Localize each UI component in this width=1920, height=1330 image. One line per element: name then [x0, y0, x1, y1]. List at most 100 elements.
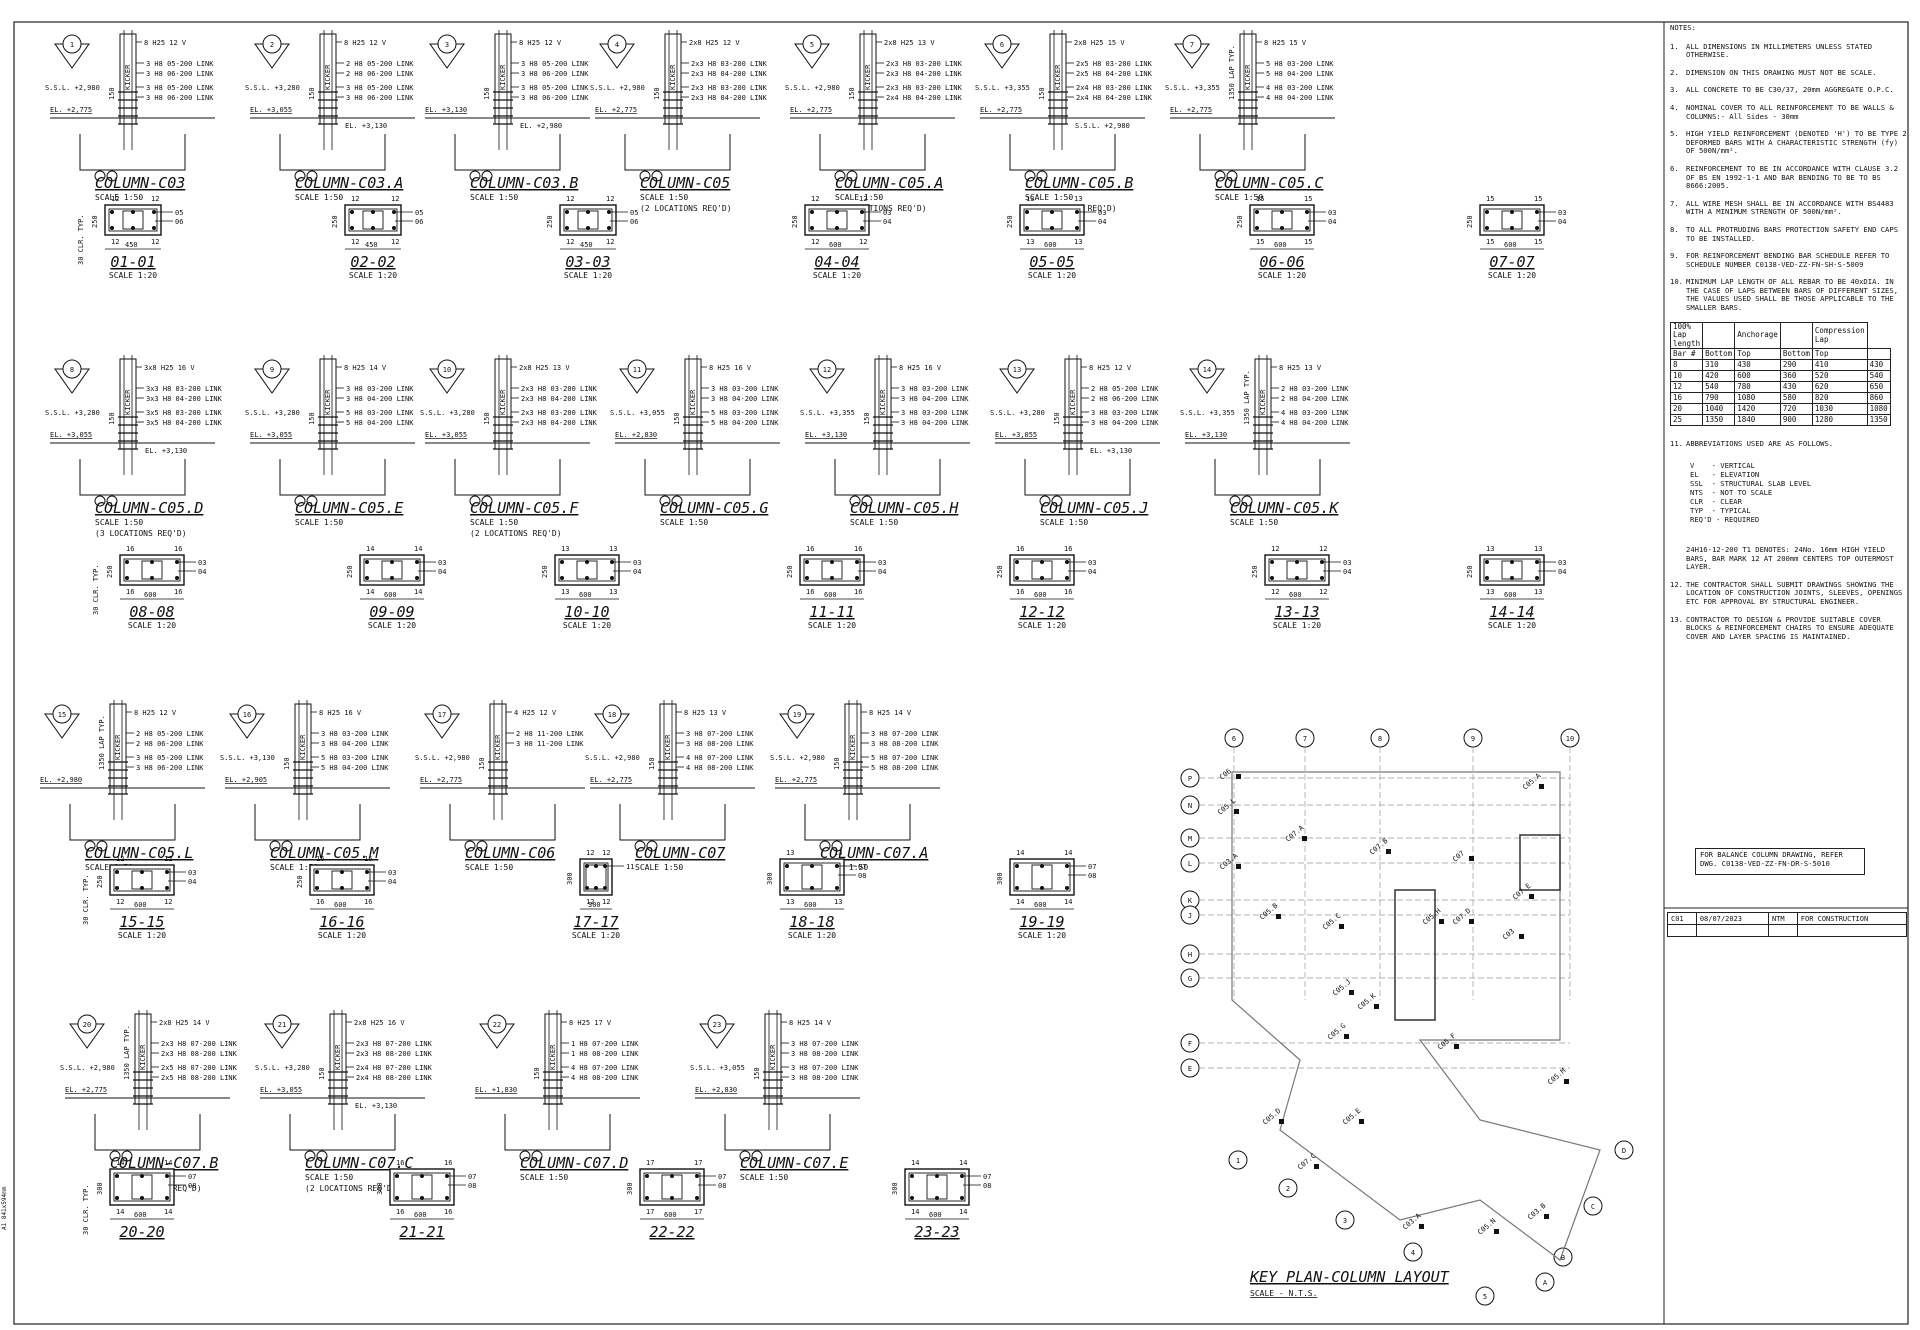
section-title: 09-09 — [369, 603, 414, 621]
empty-cell — [1796, 924, 1908, 937]
section-bottom-bar-left: 15 — [1256, 238, 1264, 246]
grid-label-bottom: 1 — [1236, 1157, 1240, 1165]
lap-table-cell: 790 — [1702, 392, 1736, 405]
pile-cap-marker — [739, 1150, 751, 1162]
pile-cap-marker — [831, 840, 843, 852]
section-top-bar-right: 13 — [834, 849, 842, 857]
section-scale: SCALE 1:20 — [109, 271, 157, 280]
section-width: 600 — [1274, 241, 1287, 249]
section-mark-label: 04 — [198, 568, 206, 576]
lap-table-cell: 8 — [1669, 359, 1704, 372]
section-bar-dot — [607, 226, 611, 230]
revision-row: C01 08/07/2023 NTM FOR CONSTRUCTION — [1667, 912, 1908, 925]
section-link — [783, 862, 841, 892]
ssl-level: S.S.L. +2,980 — [45, 84, 100, 92]
vertical-bar-callout: 8 H25 13 V — [684, 709, 727, 717]
grid-label-top: 7 — [1303, 735, 1307, 743]
abbreviation-item: TYP - TYPICAL — [1690, 506, 1751, 516]
footing-outline — [619, 804, 726, 841]
column-scale: SCALE 1:50 — [835, 193, 883, 202]
link-callout: 3 H8 03-200 LINK — [1091, 409, 1159, 417]
link-callout: 3 H8 03-200 LINK — [901, 409, 969, 417]
section-top-bar-right: 17 — [694, 1159, 702, 1167]
column-scale: SCALE 1:50 — [470, 518, 518, 527]
vertical-bar-callout: 8 H25 15 V — [1264, 39, 1307, 47]
lap-table-cell — [1702, 321, 1736, 350]
section-top-bar-left: 16 — [1016, 545, 1024, 553]
section-link — [113, 868, 171, 892]
pile-cap-marker — [819, 840, 831, 852]
column-tag: C06 — [1218, 767, 1233, 781]
grid-bubble-bottom — [1553, 1247, 1573, 1267]
section-title: 13-13 — [1274, 603, 1319, 621]
link-callout: 4 H8 04-200 LINK — [1266, 94, 1334, 102]
section-bar-dot — [935, 1174, 939, 1178]
section-bottom-bar-right: 15 — [1304, 238, 1312, 246]
section-bar-dot — [810, 886, 814, 890]
detail-number: 11 — [633, 366, 641, 374]
lap-label: 150 — [283, 757, 291, 770]
kicker-label: KICKER — [124, 64, 132, 90]
column-locations: (2 LOCATIONS REQ'D) — [835, 204, 927, 213]
section-bar-dot — [835, 886, 839, 890]
vertical-bar-callout: 3x8 H25 16 V — [144, 364, 195, 372]
section-bottom-bar-left: 16 — [806, 588, 814, 596]
column-marker — [1544, 1214, 1549, 1219]
footing-outline — [1009, 134, 1116, 171]
section-mark-label: 07 — [718, 1173, 726, 1181]
column-title: COLUMN-C05.A — [835, 174, 943, 192]
section-title: 04-04 — [814, 253, 859, 271]
section-scale: SCALE 1:20 — [1028, 271, 1076, 280]
kicker-label: KICKER — [299, 734, 307, 760]
section-bar-dot — [140, 1196, 144, 1200]
section-width: 450 — [125, 241, 138, 249]
footing-outline — [69, 804, 176, 841]
section-bottom-bar-right: 16 — [174, 588, 182, 596]
link-callout: 2x3 H8 04-200 LINK — [886, 70, 963, 78]
link-callout: 2 H8 11-200 LINK — [516, 730, 584, 738]
ssl-level: S.S.L. +2,980 — [585, 754, 640, 762]
section-bar-dot — [445, 1174, 449, 1178]
link-callout: 3 H8 06-200 LINK — [346, 94, 414, 102]
section-bar-dot — [1025, 210, 1029, 214]
lap-table-cell: 10 — [1669, 370, 1704, 383]
abbreviation-item: CLR - CLEAR — [1690, 497, 1742, 507]
section-bar-dot — [150, 560, 154, 564]
section-link — [123, 558, 181, 582]
kicker-label: KICKER — [769, 1044, 777, 1070]
section-mark-label: 07 — [468, 1173, 476, 1181]
ssl-level: S.S.L. +2,980 — [415, 754, 470, 762]
note-6: 6.REINFORCEMENT TO BE IN ACCORDANCE WITH… — [1670, 163, 1908, 191]
detail-tag-circle — [627, 359, 647, 379]
el-level: EL. +3,055 — [250, 431, 292, 439]
section-outline — [1019, 204, 1085, 236]
note-9: 9.FOR REINFORCEMENT BENDING BAR SCHEDULE… — [1670, 251, 1908, 269]
note-number: 4. — [1670, 102, 1679, 112]
section-depth: 250 — [346, 565, 354, 578]
grid-label-left: F — [1188, 1040, 1192, 1048]
kicker-label: KICKER — [499, 64, 507, 90]
section-scale: SCALE 1:20 — [813, 271, 861, 280]
note-number: 6. — [1670, 163, 1679, 173]
detail-tag-circle — [437, 34, 457, 54]
detail-number: 13 — [1013, 366, 1021, 374]
vertical-bar-callout: 8 H25 12 V — [519, 39, 562, 47]
column-marker — [1279, 1119, 1284, 1124]
kicker-label: KICKER — [549, 1044, 557, 1070]
section-title: 21-21 — [399, 1223, 444, 1241]
section-depth: 300 — [96, 1182, 104, 1195]
column-locations: (2 LOCATIONS REQ'D) — [640, 204, 732, 213]
link-callout: 3 H8 11-200 LINK — [516, 740, 584, 748]
section-top-bar-right: 12 — [602, 849, 610, 857]
pile-cap-marker — [659, 495, 671, 507]
section-depth: 250 — [786, 565, 794, 578]
section-top-bar-right: 12 — [859, 195, 867, 203]
link-callout: 3 H8 05-200 LINK — [146, 60, 214, 68]
section-bar-dot — [390, 576, 394, 580]
kicker-label: KICKER — [1259, 389, 1267, 415]
vertical-bar-callout: 8 H25 12 V — [144, 39, 187, 47]
ssl-level: S.S.L. +3,355 — [1165, 84, 1220, 92]
